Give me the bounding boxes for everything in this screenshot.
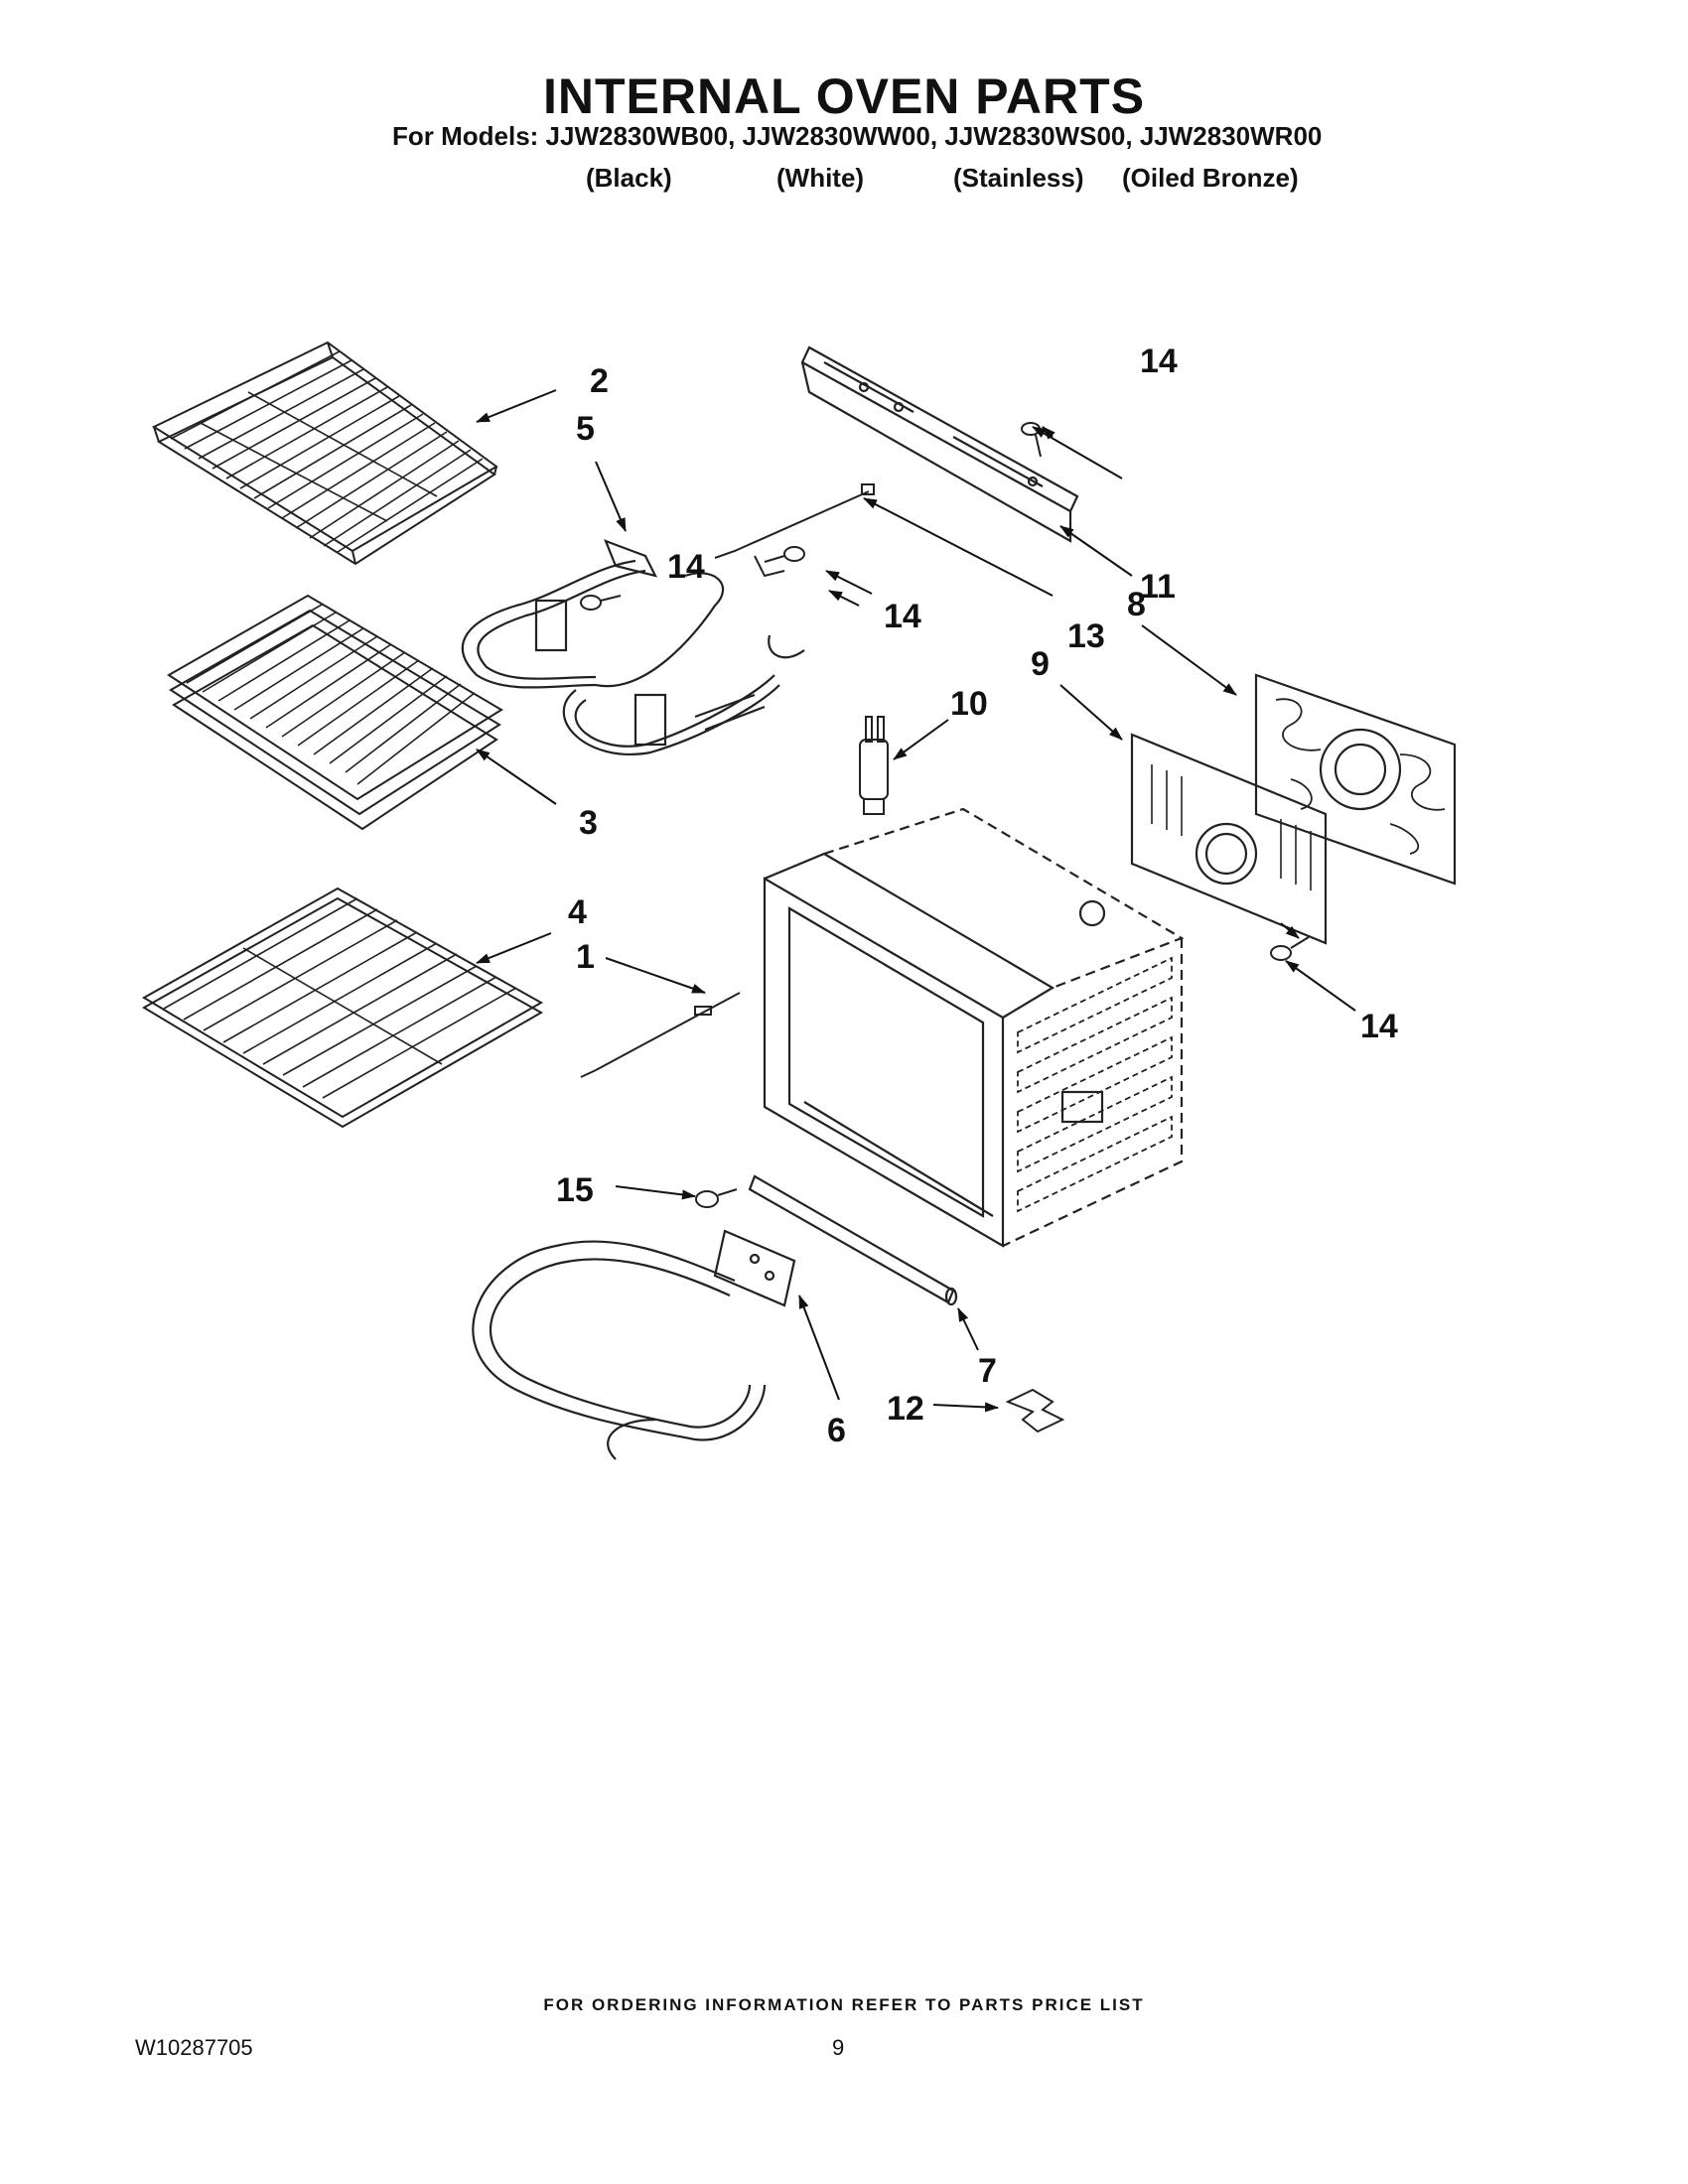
callout-14: 14 (667, 548, 705, 586)
mounting-bracket (800, 345, 1079, 543)
screw (580, 422, 1042, 611)
callout-7: 7 (978, 1352, 997, 1390)
bake-element (472, 1229, 796, 1460)
oven-cavity (763, 807, 1185, 1248)
callout-8: 8 (1127, 586, 1146, 623)
temperature-sensor (859, 716, 889, 815)
callout-14: 14 (1360, 1008, 1398, 1045)
callout-2: 2 (590, 362, 609, 400)
callout-6: 6 (827, 1412, 846, 1449)
convection-fan-assembly (1254, 673, 1457, 886)
callout-13: 13 (1067, 617, 1105, 655)
document-number: W10287705 (135, 2035, 253, 2060)
variant-stainless: (Stainless) (953, 163, 1084, 193)
callout-15: 15 (556, 1171, 594, 1209)
vent-tube (748, 1174, 958, 1306)
callout-12: 12 (887, 1390, 924, 1428)
callout-4: 4 (568, 893, 587, 931)
callout-leaders (476, 389, 1356, 1413)
ordering-note: FOR ORDERING INFORMATION REFER TO PARTS … (543, 1995, 1145, 2014)
retaining-clip (1005, 1388, 1065, 1433)
sensor-wire (714, 483, 875, 578)
page-number: 9 (832, 2035, 845, 2060)
screw (1270, 936, 1310, 961)
callout-11: 11 (1140, 568, 1176, 606)
callout-3: 3 (579, 804, 598, 842)
oven-rack-middle (167, 594, 503, 831)
meat-probe (580, 992, 741, 1078)
variant-black: (Black) (586, 163, 672, 193)
callout-numbers: 2 5 14 14 14 11 13 8 9 10 3 4 1 14 15 7 … (556, 342, 1398, 1449)
callout-9: 9 (1031, 645, 1050, 683)
callout-14: 14 (1140, 342, 1178, 380)
variant-oiled-bronze: (Oiled Bronze) (1122, 163, 1299, 193)
page-title: INTERNAL OVEN PARTS (542, 68, 1146, 124)
callout-10: 10 (950, 685, 988, 723)
convection-fan-cover (1130, 733, 1328, 945)
callout-5: 5 (576, 410, 595, 448)
callout-14: 14 (884, 598, 921, 635)
variant-white: (White) (776, 163, 865, 193)
callout-1: 1 (576, 938, 595, 976)
screw (695, 1188, 738, 1208)
oven-rack-lower (142, 887, 544, 1129)
models-line: For Models: JJW2830WB00, JJW2830WW00, JJ… (392, 121, 1323, 151)
broil-element (461, 539, 805, 755)
oven-rack-upper (151, 341, 498, 566)
